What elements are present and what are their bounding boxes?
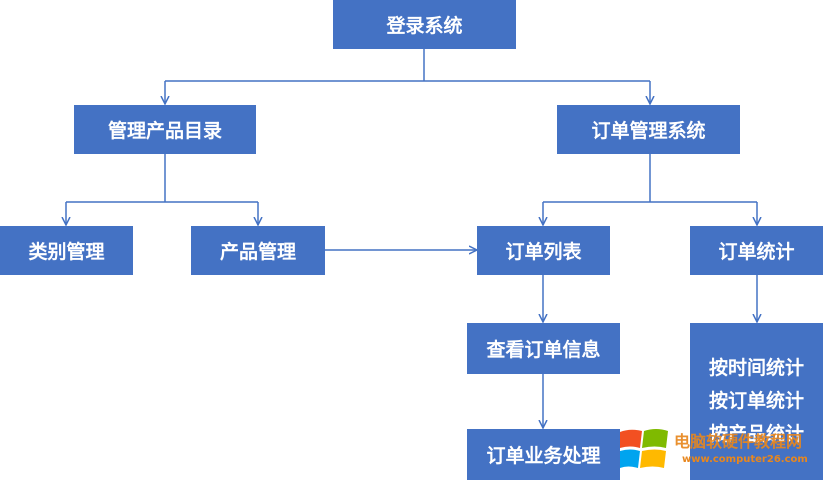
watermark: 电脑软硬件教程网 www.computer26.com bbox=[618, 426, 823, 476]
node-order-management: 订单管理系统 bbox=[557, 105, 740, 154]
stats-option-product: 按产品统计 bbox=[708, 423, 804, 445]
node-order-list: 订单列表 bbox=[477, 226, 610, 275]
stats-option-time: 按时间统计 bbox=[708, 357, 804, 379]
node-order-stats: 订单统计 bbox=[690, 226, 823, 275]
watermark-url: www.computer26.com bbox=[682, 454, 808, 465]
node-category-management: 类别管理 bbox=[0, 226, 133, 275]
windows-logo-icon bbox=[620, 429, 668, 468]
node-product-management: 产品管理 bbox=[191, 226, 325, 275]
node-manage-catalog: 管理产品目录 bbox=[74, 105, 256, 154]
node-view-order-info: 查看订单信息 bbox=[467, 323, 620, 374]
node-login: 登录系统 bbox=[333, 0, 516, 49]
watermark-text: 电脑软硬件教程网 bbox=[674, 432, 803, 451]
stats-option-order: 按订单统计 bbox=[708, 390, 804, 412]
node-stats-options: 按时间统计 按订单统计 按产品统计 bbox=[690, 323, 823, 480]
node-order-business: 订单业务处理 bbox=[467, 429, 620, 480]
